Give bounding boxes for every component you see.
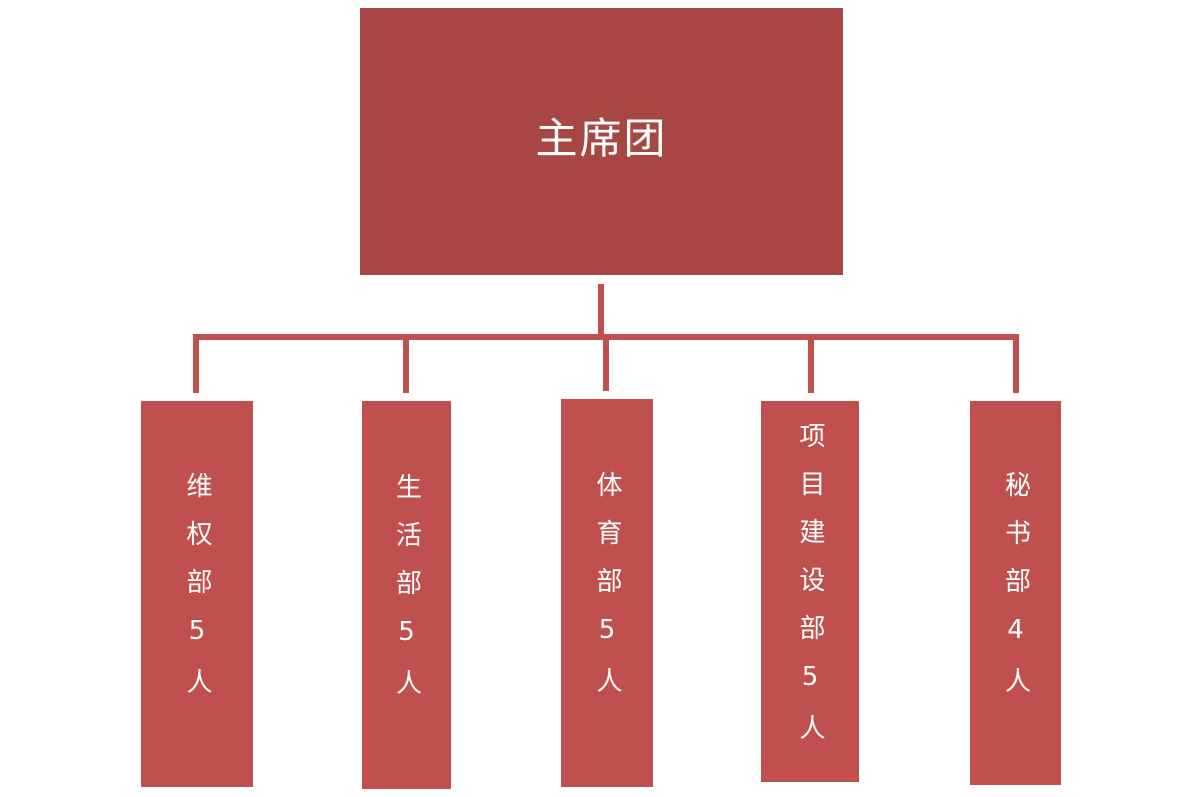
department-node-rights: 维权部5人 bbox=[141, 401, 253, 787]
department-node-life: 生活部5人 bbox=[362, 401, 451, 789]
presidium-title: 主席团 bbox=[535, 114, 668, 163]
department-label: 项目建设部5人 bbox=[795, 421, 825, 762]
department-label: 体育部5人 bbox=[592, 471, 622, 715]
department-node-projects: 项目建设部5人 bbox=[761, 401, 859, 782]
department-label: 维权部5人 bbox=[182, 472, 212, 716]
department-label: 秘书部4人 bbox=[1000, 471, 1031, 715]
department-label: 生活部5人 bbox=[391, 473, 422, 717]
department-node-sports: 体育部5人 bbox=[561, 399, 653, 787]
presidium-node: 主席团 bbox=[360, 8, 843, 275]
department-node-secretariat: 秘书部4人 bbox=[970, 401, 1061, 785]
